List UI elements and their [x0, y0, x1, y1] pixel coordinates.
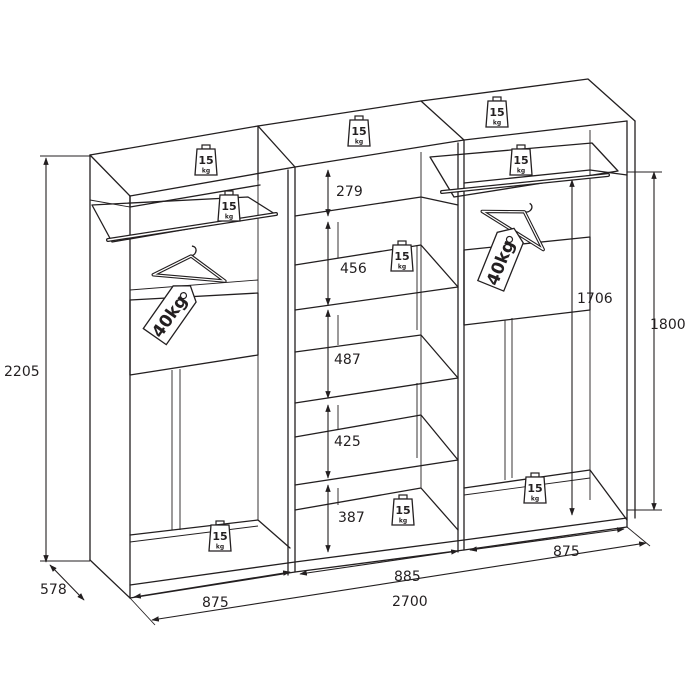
dim-shelf-487: 487 — [334, 352, 361, 368]
dim-shelf-425: 425 — [334, 434, 361, 450]
weight-15kg-icon — [208, 520, 232, 552]
weight-15kg-icon — [390, 240, 414, 272]
weight-15kg-icon — [391, 494, 415, 526]
dim-shelf-279: 279 — [336, 184, 363, 200]
dim-hanging-height: 1706 — [577, 291, 613, 307]
weight-15kg-icon — [523, 472, 547, 504]
weight-15kg-icon — [509, 144, 533, 176]
dimension-lines — [40, 155, 662, 626]
weight-15kg-icon — [194, 144, 218, 176]
dim-middle-width: 885 — [394, 569, 421, 585]
dim-right-width: 875 — [553, 544, 580, 560]
dim-total-width: 2700 — [392, 594, 428, 610]
hanger-left-icon — [151, 241, 230, 283]
dim-depth: 578 — [40, 582, 67, 598]
dim-left-width: 875 — [202, 595, 229, 611]
dim-door-height: 1800 — [650, 317, 686, 333]
weight-15kg-icon — [485, 96, 509, 128]
weight-15kg-icon — [217, 190, 241, 222]
dim-shelf-456: 456 — [340, 261, 367, 277]
wardrobe-body — [89, 78, 636, 599]
hanging-rails — [91, 142, 619, 243]
load-tag-right: 40kg — [476, 227, 524, 292]
weight-15kg-icon — [347, 115, 371, 147]
dim-total-height: 2205 — [4, 364, 40, 380]
load-tag-left: 40kg — [142, 285, 197, 346]
dim-shelf-387: 387 — [338, 510, 365, 526]
